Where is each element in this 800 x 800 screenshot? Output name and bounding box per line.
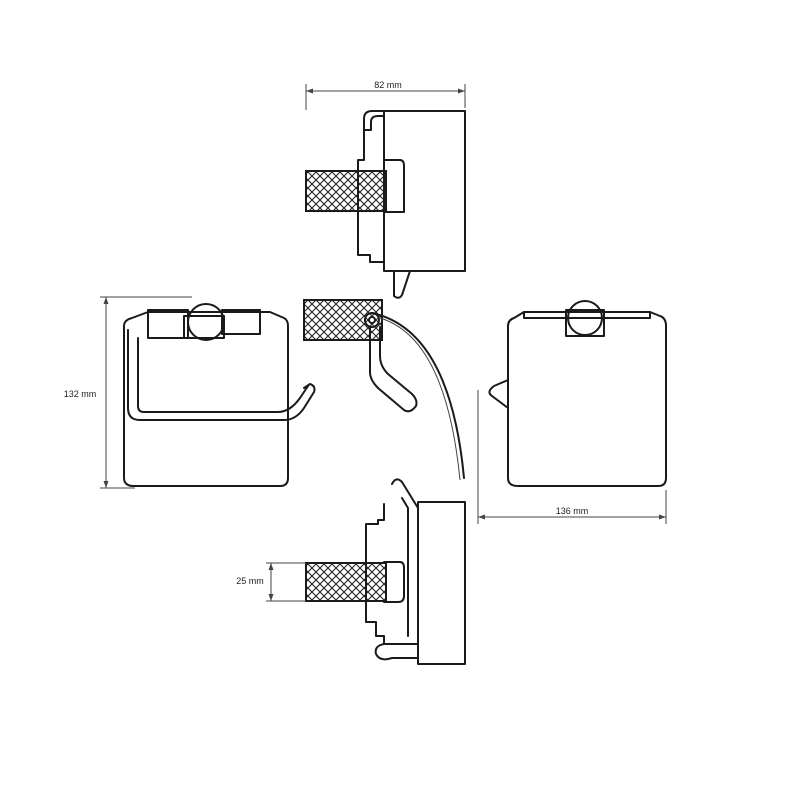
- height-label: 132 mm: [64, 389, 97, 399]
- bottom-view: 25 mm: [236, 478, 466, 665]
- top-view: 82 mm: [305, 80, 466, 299]
- height-dimension: 132 mm: [64, 296, 192, 489]
- depth-dimension: 136 mm: [477, 390, 667, 524]
- front-view-closed: 136 mm: [477, 300, 667, 524]
- side-view: [303, 299, 465, 481]
- knurled-grip-bottom: [305, 562, 387, 602]
- knurled-grip-top: [305, 170, 387, 212]
- width-dimension: 82 mm: [305, 80, 466, 110]
- depth-label: 136 mm: [556, 506, 589, 516]
- grip-label: 25 mm: [236, 576, 264, 586]
- grip-dimension: 25 mm: [236, 562, 306, 602]
- front-view-open: 132 mm: [64, 296, 316, 489]
- width-label: 82 mm: [374, 80, 402, 90]
